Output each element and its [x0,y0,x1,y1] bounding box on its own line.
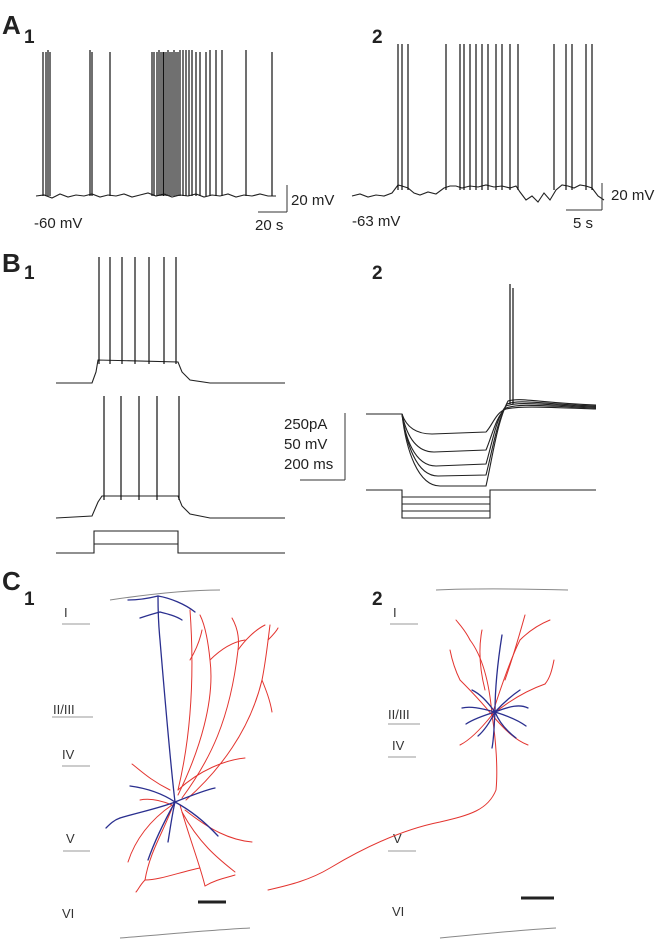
b-scale-time: 200 ms [284,456,333,473]
a1-resting-potential: -60 mV [34,215,82,232]
c2-dendrite [461,634,529,749]
trace-a2-spikes [397,44,593,190]
c2-neuron-reconstruction [267,614,555,891]
trace-b1-middle [55,396,285,519]
c1-neuron-reconstruction [105,595,279,893]
panel-c-letter: C [2,566,21,596]
c1-layer-v: V [66,831,75,846]
panel-c: C 1 2 I II/III IV V VI I II/III IV V [2,566,569,939]
panel-b2-number: 2 [372,263,383,284]
trace-b1-current-step [56,530,285,554]
c1-layer-labels: I II/III IV V VI [52,605,93,921]
c1-pia-line [109,589,221,601]
a2-scale-time: 5 s [573,215,593,232]
trace-a1-baseline [35,192,276,199]
c2-layer-v: V [393,831,402,846]
c1-dendrite [105,595,219,861]
trace-a1-spikes [42,50,273,196]
panel-a2-number: 2 [372,27,383,48]
c2-layer-i: I [393,605,397,620]
a2-scalebar: 20 mV 5 s [566,183,654,232]
a1-scale-time: 20 s [255,217,283,234]
panel-b-letter: B [2,248,21,278]
c2-white-matter-line [439,927,557,939]
panel-a: A 1 2 -60 mV 20 mV 20 s -63 mV 20 mV 5 s [2,10,654,234]
panel-a1-number: 1 [24,27,35,48]
c1-layer-iv: IV [62,747,75,762]
c2-pia-line [435,588,569,591]
panel-c1-number: 1 [24,589,35,610]
a2-scale-voltage: 20 mV [611,187,654,204]
c2-layer-ii-iii: II/III [388,707,410,722]
panel-b: B 1 2 250pA 50 mV 200 ms [2,248,597,554]
c1-layer-i: I [64,605,68,620]
b-scale-current: 250pA [284,416,327,433]
trace-a1 [35,50,276,199]
c2-layer-vi: VI [392,904,404,919]
c2-axon [267,614,555,891]
c1-layer-ii-iii: II/III [53,702,75,717]
panel-b1-number: 1 [24,263,35,284]
c1-axon [127,609,279,893]
c1-white-matter-line [119,927,251,939]
b-scale-voltage: 50 mV [284,436,327,453]
b-scalebar: 250pA 50 mV 200 ms [284,413,346,481]
a1-scalebar: 20 mV 20 s [255,185,334,234]
c1-layer-vi: VI [62,906,74,921]
trace-b2-family [366,284,597,487]
panel-c2-number: 2 [372,589,383,610]
trace-a2 [351,44,605,203]
trace-b2-current-steps [366,489,596,519]
panel-a-letter: A [2,10,21,40]
trace-b1-top [56,257,285,384]
a2-resting-potential: -63 mV [352,213,400,230]
c2-layer-iv: IV [392,738,405,753]
a1-scale-voltage: 20 mV [291,192,334,209]
c2-layer-labels: I II/III IV V VI [388,605,420,919]
